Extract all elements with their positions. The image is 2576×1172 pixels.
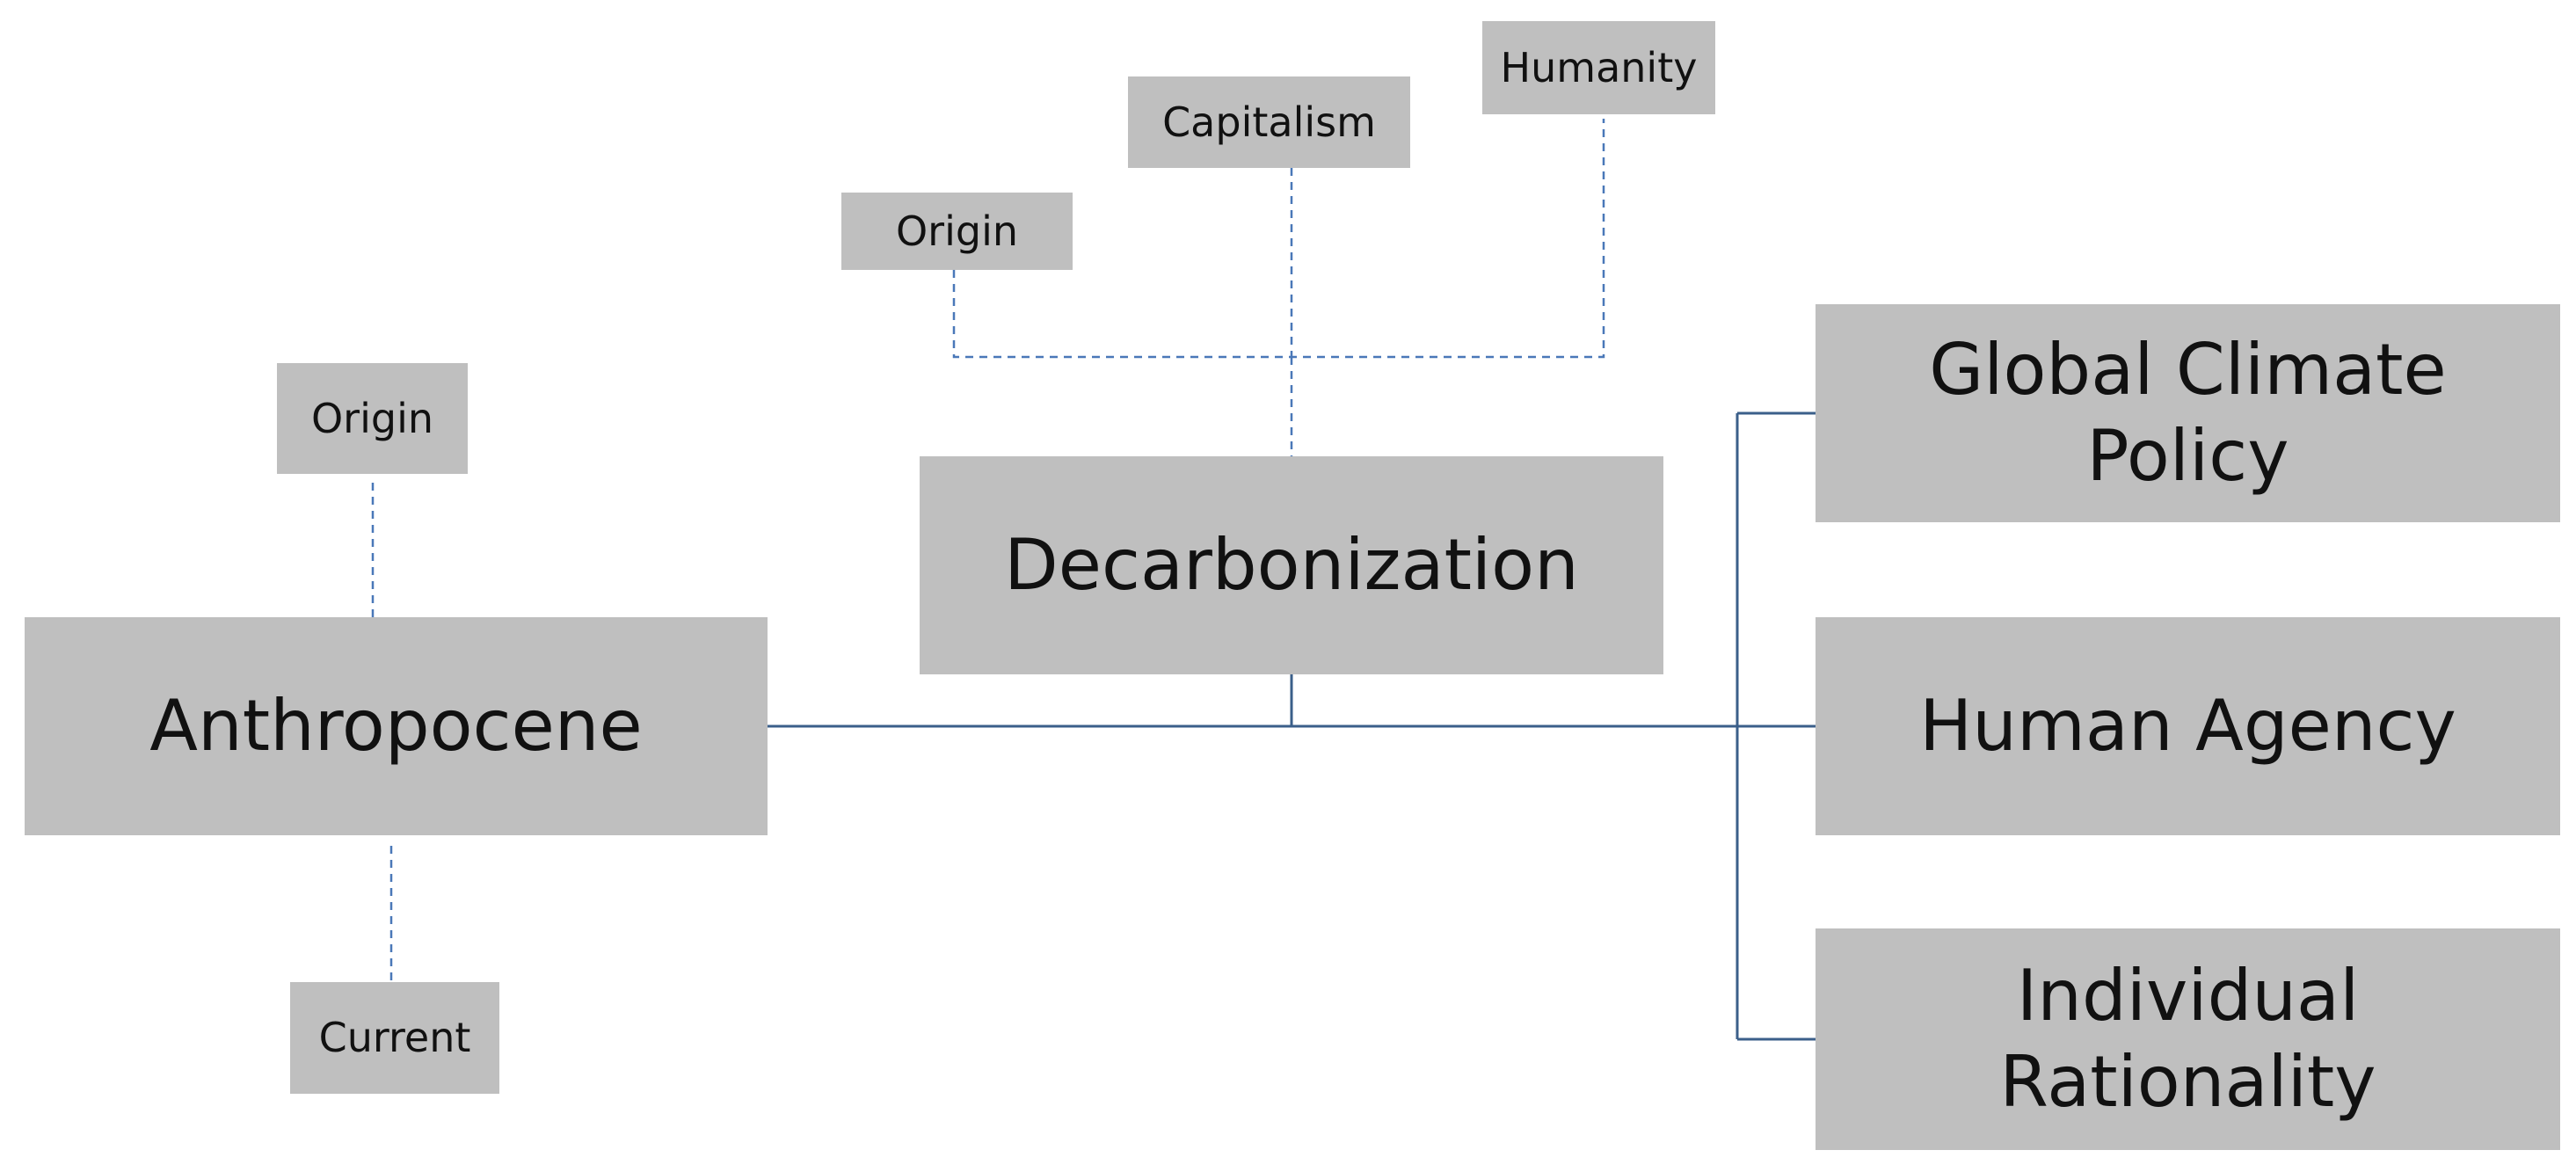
individual-rationality-node: Individual Rationality xyxy=(1816,928,2560,1150)
global-climate-policy-node: Global Climate Policy xyxy=(1816,304,2560,522)
capitalism-node: Capitalism xyxy=(1128,76,1410,168)
human-agency-node: Human Agency xyxy=(1816,617,2560,835)
solid-connectors xyxy=(768,411,1816,1041)
anthropocene-current-node: Current xyxy=(290,982,499,1094)
dashed-connectors xyxy=(371,119,1605,982)
decarbonization-origin-node: Origin xyxy=(841,193,1073,270)
dashed-decarbonization-bracket xyxy=(952,119,1605,359)
humanity-node: Humanity xyxy=(1482,21,1715,114)
decarbonization-node: Decarbonization xyxy=(920,456,1663,674)
anthropocene-node: Anthropocene xyxy=(25,617,768,835)
anthropocene-origin-node: Origin xyxy=(277,363,468,474)
